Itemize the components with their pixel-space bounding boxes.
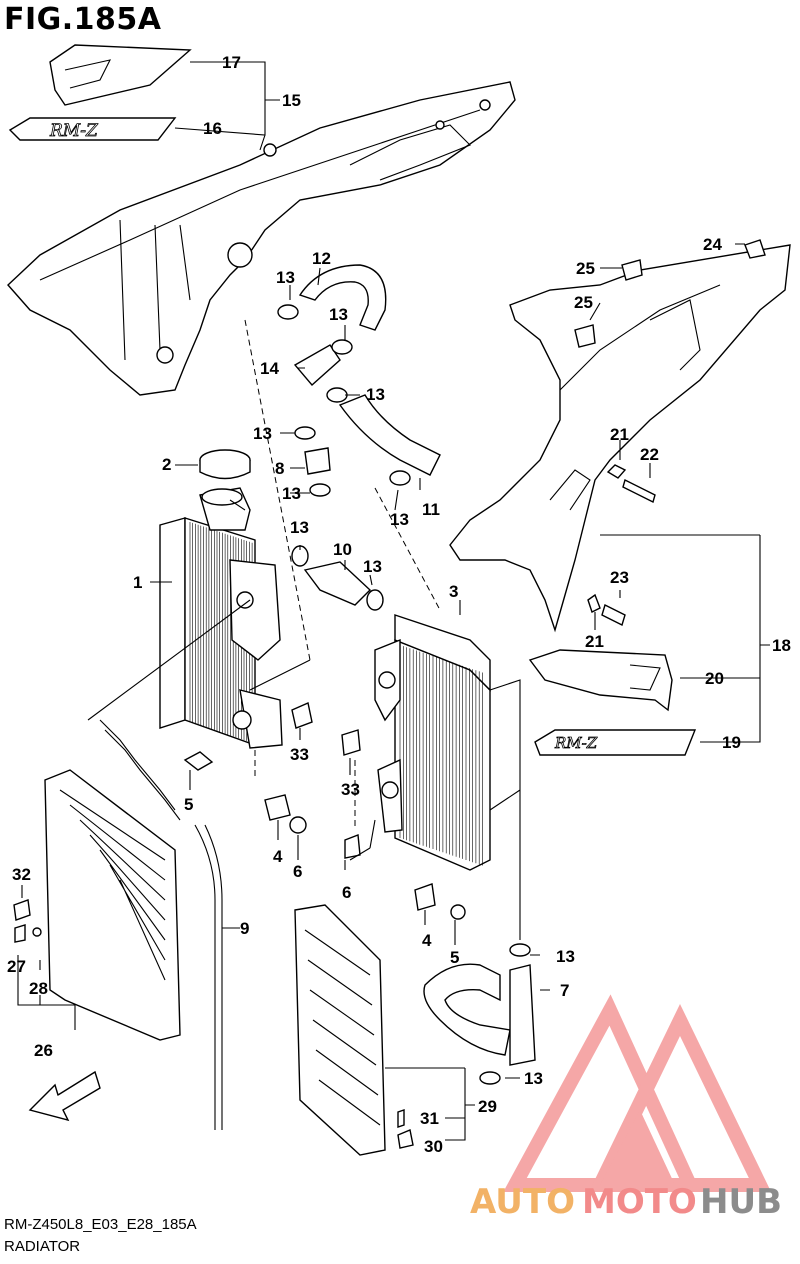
callout-19: 19 bbox=[722, 733, 741, 752]
callout-13h: 13 bbox=[390, 510, 409, 529]
callout-25a: 25 bbox=[576, 259, 595, 278]
left-radiator bbox=[159, 487, 283, 749]
callout-18: 18 bbox=[772, 636, 791, 655]
left-emblem: RM-Z bbox=[8, 117, 177, 141]
callout-17: 17 bbox=[222, 53, 241, 72]
watermark-text: AUTO MOTO HUB bbox=[470, 1182, 782, 1222]
callout-21b: 21 bbox=[585, 632, 604, 651]
callout-13a: 13 bbox=[276, 268, 295, 287]
callout-10: 10 bbox=[333, 540, 352, 559]
callout-labels: 1 2 3 4 4 5 5 6 6 7 8 9 10 11 12 13 13 1… bbox=[7, 53, 791, 1156]
callout-16: 16 bbox=[203, 119, 222, 138]
callout-3: 3 bbox=[449, 582, 458, 601]
callout-28: 28 bbox=[29, 979, 48, 998]
callout-5b: 5 bbox=[450, 948, 459, 967]
right-radiator-shroud bbox=[449, 244, 791, 633]
callout-13b: 13 bbox=[329, 305, 348, 324]
callout-13f: 13 bbox=[290, 518, 309, 537]
figure-code: RM-Z450L8_E03_E28_185A bbox=[4, 1216, 197, 1233]
callout-8: 8 bbox=[275, 459, 284, 478]
callout-6a: 6 bbox=[293, 862, 302, 881]
callout-2: 2 bbox=[162, 455, 171, 474]
figure-name: RADIATOR bbox=[4, 1238, 81, 1255]
callout-24: 24 bbox=[703, 235, 722, 254]
callout-14: 14 bbox=[260, 359, 279, 378]
callout-13j: 13 bbox=[524, 1069, 543, 1088]
forward-arrow: FWD bbox=[28, 1070, 101, 1122]
upper-decal bbox=[49, 44, 192, 106]
callout-13e: 13 bbox=[282, 484, 301, 503]
callout-23: 23 bbox=[610, 568, 629, 587]
left-emblem-text: RM-Z bbox=[49, 121, 99, 141]
callout-32: 32 bbox=[12, 865, 31, 884]
left-radiator-guard bbox=[44, 769, 181, 1041]
callout-21a: 21 bbox=[610, 425, 629, 444]
radiator-cap bbox=[199, 449, 251, 480]
callout-33b: 33 bbox=[341, 780, 360, 799]
callout-5a: 5 bbox=[184, 795, 193, 814]
callout-6b: 6 bbox=[342, 883, 351, 902]
callout-13g: 13 bbox=[363, 557, 382, 576]
callout-13d: 13 bbox=[253, 424, 272, 443]
callout-33a: 33 bbox=[290, 745, 309, 764]
callout-12: 12 bbox=[312, 249, 331, 268]
right-emblem: RM-Z bbox=[534, 729, 697, 756]
callout-15: 15 bbox=[282, 91, 301, 110]
figure-title: FIG.185A bbox=[4, 2, 162, 37]
right-emblem-text: RM-Z bbox=[554, 734, 598, 752]
callout-13i: 13 bbox=[556, 947, 575, 966]
callout-9: 9 bbox=[240, 919, 249, 938]
callout-26: 26 bbox=[34, 1041, 53, 1060]
callout-7: 7 bbox=[560, 981, 569, 1000]
callout-4a: 4 bbox=[273, 847, 283, 866]
callout-29: 29 bbox=[478, 1097, 497, 1116]
right-radiator-fins bbox=[399, 645, 483, 866]
callout-31: 31 bbox=[420, 1109, 439, 1128]
watermark-auto: AUTO bbox=[470, 1182, 575, 1222]
callout-22: 22 bbox=[640, 445, 659, 464]
right-radiator-guard bbox=[294, 904, 386, 1156]
right-lower-decal bbox=[528, 649, 673, 712]
callout-27: 27 bbox=[7, 957, 26, 976]
hoses bbox=[99, 264, 536, 1130]
callout-25b: 25 bbox=[574, 293, 593, 312]
fasteners bbox=[13, 239, 766, 1149]
watermark-moto: MOTO bbox=[582, 1182, 697, 1222]
callout-30: 30 bbox=[424, 1137, 443, 1156]
callout-11: 11 bbox=[422, 500, 440, 519]
hose-clamps bbox=[277, 304, 531, 1085]
leader-lines bbox=[17, 61, 770, 1141]
left-radiator-shroud bbox=[7, 81, 516, 396]
callout-13c: 13 bbox=[366, 385, 385, 404]
callout-4b: 4 bbox=[422, 931, 432, 950]
right-radiator bbox=[374, 614, 491, 871]
automotohub-watermark bbox=[503, 994, 772, 1192]
callout-20: 20 bbox=[705, 669, 724, 688]
watermark-hub: HUB bbox=[700, 1182, 782, 1222]
callout-1: 1 bbox=[133, 573, 142, 592]
